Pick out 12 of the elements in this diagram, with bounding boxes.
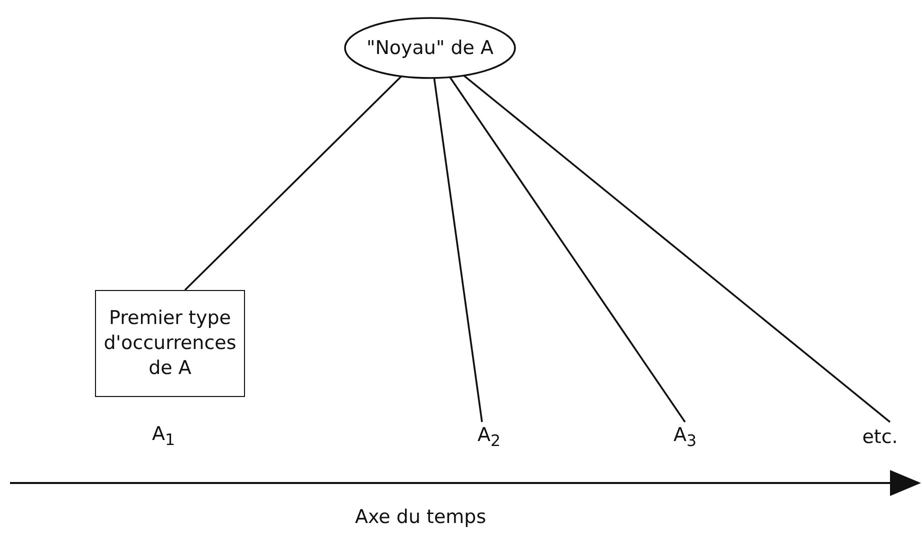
- box-text: Premier type d'occurrences de A: [102, 306, 238, 381]
- connector-line: [433, 78, 483, 422]
- process-box: [95, 290, 245, 397]
- occurrence-label: A$_{3}$: [673, 422, 697, 452]
- ellipse-label: "Noyau" de A: [366, 36, 494, 60]
- connector-line: [449, 76, 686, 422]
- occurrence-label: A$_{1}$: [152, 423, 176, 449]
- connector-line: [463, 74, 891, 423]
- connector-line: [184, 76, 402, 291]
- occurrence-label: A$_{2}$: [477, 422, 501, 452]
- axis-label: Axe du temps: [355, 506, 486, 528]
- occurrence-label: etc.: [862, 424, 898, 450]
